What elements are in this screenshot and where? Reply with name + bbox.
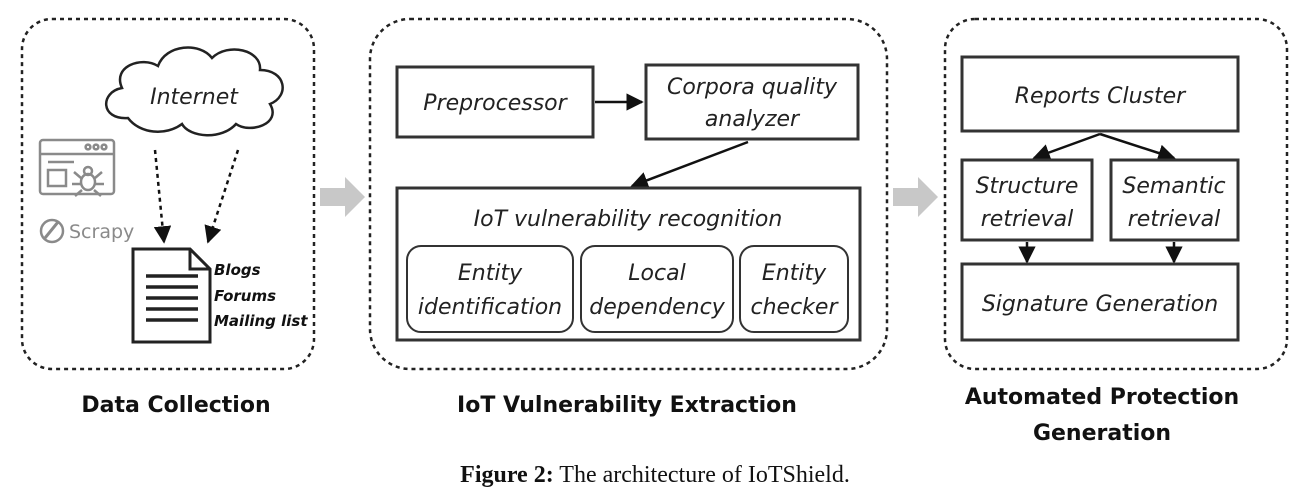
internet-label: Internet bbox=[150, 85, 239, 110]
figure-caption-text: The architecture of IoTShield. bbox=[559, 462, 850, 488]
doc-label-blogs: Blogs bbox=[214, 261, 261, 279]
document-icon bbox=[131, 247, 212, 344]
preprocessor-box bbox=[395, 65, 595, 139]
local-dependency-line1: Local bbox=[628, 261, 685, 286]
entity-checker-box bbox=[739, 245, 849, 333]
recognition-title: IoT vulnerability recognition bbox=[474, 207, 783, 232]
entity-checker-line2: checker bbox=[751, 295, 840, 320]
analyzer-to-recognition-arrow bbox=[630, 140, 749, 189]
scrapy-logo: Scrapy bbox=[39, 218, 134, 244]
data-collection-label: Data Collection bbox=[81, 393, 270, 418]
extraction-label: IoT Vulnerability Extraction bbox=[457, 393, 797, 418]
flow-arrow-2 bbox=[893, 177, 938, 217]
semantic-retrieval-line1: Semantic bbox=[1122, 174, 1225, 199]
protection-frame bbox=[943, 17, 1289, 371]
corpora-analyzer-box bbox=[644, 63, 860, 141]
cloud-to-doc-arrow-2 bbox=[204, 149, 240, 244]
signature-generation-label: Signature Generation bbox=[982, 292, 1218, 317]
structure-retrieval-line2: retrieval bbox=[981, 207, 1074, 232]
entity-identification-box bbox=[406, 245, 574, 333]
structure-retrieval-box bbox=[960, 158, 1094, 242]
structure-retrieval-line1: Structure bbox=[976, 174, 1079, 199]
data-collection-frame bbox=[20, 17, 316, 371]
protection-label-line2: Generation bbox=[1033, 421, 1171, 446]
entity-identification-line1: Entity bbox=[458, 261, 523, 286]
entity-identification-line2: identification bbox=[418, 295, 562, 320]
reports-cluster-label: Reports Cluster bbox=[1015, 84, 1187, 109]
entity-checker-line1: Entity bbox=[762, 261, 827, 286]
cluster-to-semantic-arrow bbox=[1099, 132, 1176, 162]
doc-label-mailing-list: Mailing list bbox=[214, 312, 308, 330]
local-dependency-line2: dependency bbox=[589, 295, 725, 320]
semantic-retrieval-box bbox=[1109, 158, 1240, 242]
preprocessor-label: Preprocessor bbox=[423, 91, 568, 116]
flow-arrow-1 bbox=[320, 177, 365, 217]
reports-cluster-box bbox=[960, 55, 1240, 133]
spider-browser-icon bbox=[38, 138, 116, 197]
doc-label-forums: Forums bbox=[214, 287, 276, 305]
internet-cloud: Internet bbox=[104, 46, 284, 137]
extraction-frame bbox=[368, 17, 889, 371]
figure-caption: Figure 2: The architecture of IoTShield. bbox=[0, 462, 1310, 489]
corpora-analyzer-line2: analyzer bbox=[705, 107, 801, 132]
figure-caption-prefix: Figure 2: bbox=[460, 462, 554, 488]
scrapy-label: Scrapy bbox=[69, 221, 134, 243]
signature-generation-box bbox=[960, 262, 1240, 342]
cloud-to-doc-arrow-1 bbox=[153, 149, 172, 244]
semantic-retrieval-line2: retrieval bbox=[1128, 207, 1221, 232]
local-dependency-box bbox=[580, 245, 734, 333]
protection-label-line1: Automated Protection bbox=[965, 385, 1239, 410]
corpora-analyzer-line1: Corpora quality bbox=[667, 75, 838, 100]
cluster-to-structure-arrow bbox=[1032, 132, 1101, 161]
